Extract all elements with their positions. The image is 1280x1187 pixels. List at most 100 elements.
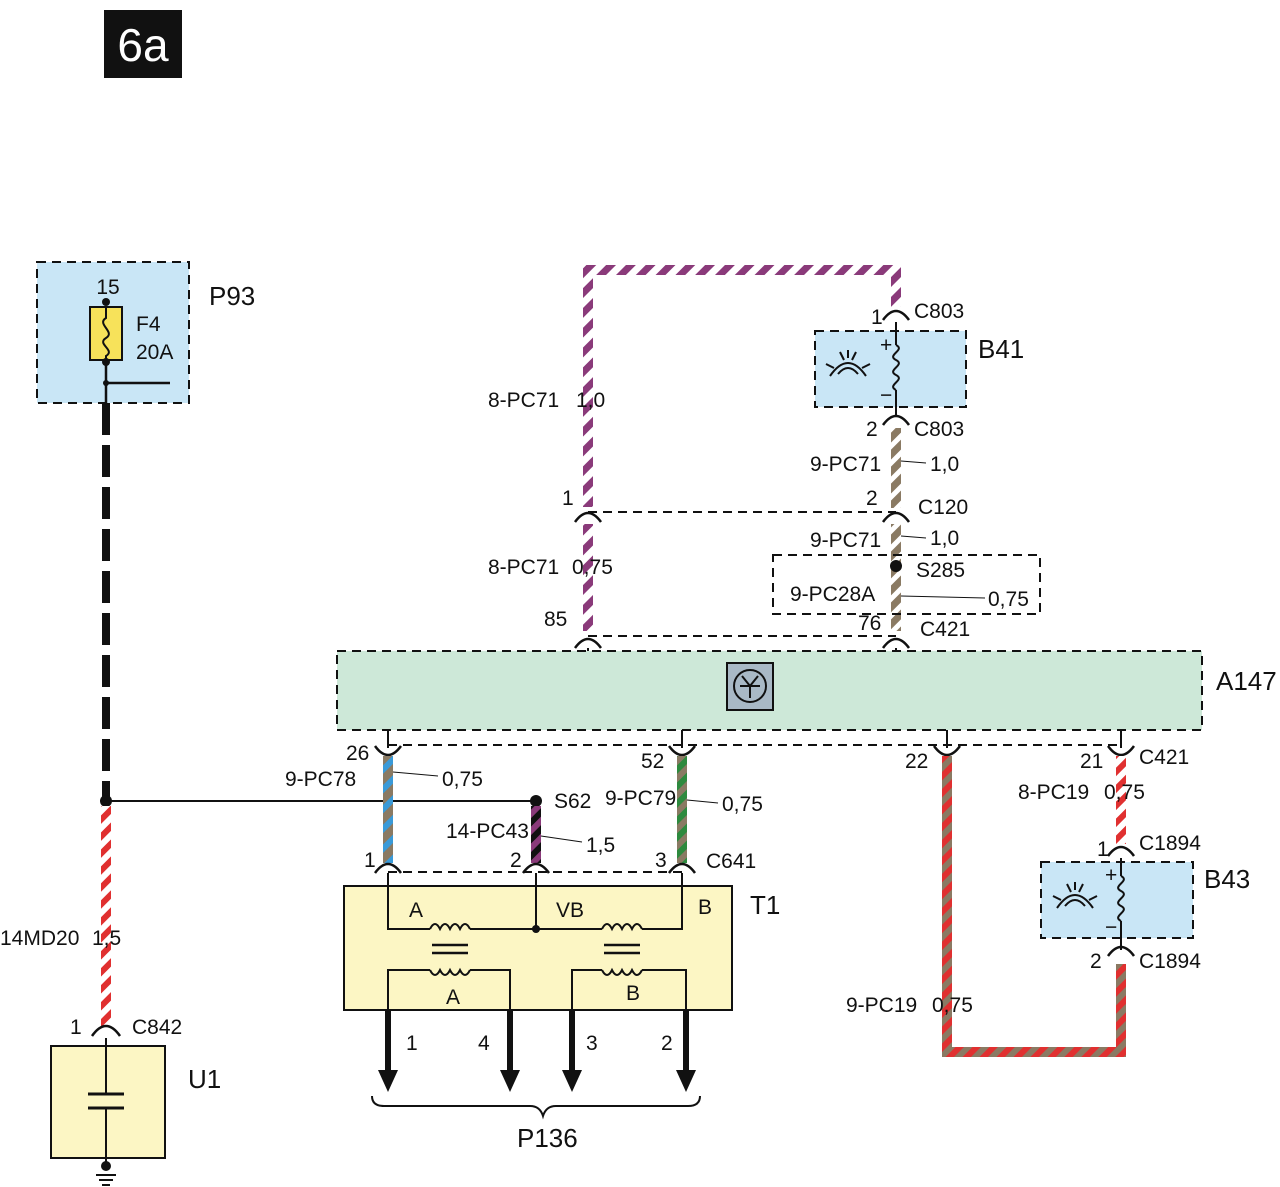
wire-9-pc71-s285-size: 1,0 [930,527,959,550]
wire-14-pc43 [531,806,541,863]
p136-pin-4: 4 [478,1032,490,1055]
wire-9-pc79 [677,756,687,863]
t1-term-b: B [698,896,712,919]
c641-name: C641 [706,850,756,873]
sensor-b41: + − [814,322,967,416]
wire-8-pc19 [1116,756,1126,844]
sensor-icon [1052,882,1098,909]
c803-1-pin: 1 [871,306,883,329]
wire-14md20 [101,806,111,1026]
c641-2-pin: 2 [510,849,522,872]
fuse-element [102,307,110,360]
c1894-2-name: C1894 [1139,950,1201,973]
c421-76-name: C421 [920,618,970,641]
sensor-b43: + − [1040,858,1194,950]
c842-name: C842 [132,1016,182,1039]
b43-label: B43 [1204,864,1250,894]
c421-26-pin: 26 [346,742,369,765]
fuse-name: F4 [136,313,161,336]
wire-9-pc71-b41-size: 1,0 [930,453,959,476]
wire-9-pc79-code: 9-PC79 [605,787,676,810]
wire-9-pc19-code: 9-PC19 [846,994,917,1017]
p136-brace [371,1095,701,1120]
b43-plus: + [1105,864,1117,887]
c421-22-pin: 22 [905,750,928,773]
c803-2-name: C803 [914,418,964,441]
wire-8-pc19-code: 8-PC19 [1018,781,1089,804]
wire-9-pc19-bottom [942,1047,1126,1057]
wire-9-pc78-size: 0,75 [442,768,483,791]
wire-8-pc71-lower-code: 8-PC71 [488,556,559,579]
b41-minus: − [880,384,892,407]
wire-9-pc19-rise [1116,964,1126,1057]
wire-9-pc28a-size: 0,75 [988,588,1029,611]
capacitor-u1 [50,1038,166,1186]
b43-minus: − [1105,916,1117,939]
c1894-2-pin: 2 [1090,950,1102,973]
module-a147 [336,650,1203,731]
c421-lower-name: C421 [1139,746,1189,769]
c120-1-pin: 1 [562,487,574,510]
b41-plus: + [880,334,892,357]
wire-9-pc71-b41-code: 9-PC71 [810,453,881,476]
c803-2-pin: 2 [866,418,878,441]
t1-term-a: A [409,899,423,922]
wire-14md20-size: 1,5 [92,927,121,950]
c1894-1-pin: 1 [1097,838,1109,861]
wire-8-pc19-size: 0,75 [1104,781,1145,804]
wire-8-pc71-code: 8-PC71 [488,389,559,412]
t1-sec-a: A [446,986,460,1009]
s62-label: S62 [554,790,591,813]
p136-pin-3: 3 [586,1032,598,1055]
wire-9-pc71-s285 [891,524,901,631]
wire-8-pc71-left [583,265,593,507]
wire-8-pc71-size: 1,0 [576,389,605,412]
c842-pin: 1 [70,1016,82,1039]
t1-label: T1 [750,890,780,920]
c421-21-pin: 21 [1080,750,1103,773]
s285-label: S285 [916,559,965,582]
p93-label: P93 [209,281,255,311]
fuse-pin-label: 15 [96,276,119,299]
c1894-1-name: C1894 [1139,832,1201,855]
wire-9-pc78 [383,756,393,863]
wire-9-pc19-size: 0,75 [932,994,973,1017]
wire-14-pc43-code: 14-PC43 [446,820,529,843]
sensor-icon [825,350,871,377]
wire-9-pc79-size: 0,75 [722,793,763,816]
c641-3-pin: 3 [655,849,667,872]
ground-icon [96,1174,116,1186]
splice-box-s285 [772,554,1041,615]
c120-2-pin: 2 [866,487,878,510]
wire-14md20-code: 14MD20 [0,927,79,950]
c803-1-name: C803 [914,300,964,323]
wire-14-pc43-size: 1,5 [586,834,615,857]
a147-label: A147 [1216,666,1277,696]
c641-1-pin: 1 [364,849,376,872]
wire-9-pc71-b41 [891,428,901,508]
p136-pin-2: 2 [661,1032,673,1055]
fuse-box-p93: 15 F4 20A [36,261,190,404]
fuse-rating: 20A [136,341,173,364]
u1-label: U1 [188,1064,221,1094]
badge-text: 6a [117,19,169,71]
wire-8-pc71-top [583,265,901,275]
wire-9-pc78-code: 9-PC78 [285,768,356,791]
wire-9-pc71-s285-code: 9-PC71 [810,529,881,552]
b41-label: B41 [978,334,1024,364]
c421-85-pin: 85 [544,608,567,631]
wire-8-pc71-right [891,265,901,307]
page-badge: 6a [104,10,182,78]
c421-52-pin: 52 [641,750,664,773]
p136-pin-1: 1 [406,1032,418,1055]
ignition-outputs-p136: 1 4 3 2 [371,1010,701,1120]
transistor-icon [726,662,774,711]
t1-sec-b: B [626,982,640,1005]
c120-name: C120 [918,496,968,519]
wire-9-pc28a-code: 9-PC28A [790,583,875,606]
wire-9-pc19-vertical [942,756,952,1052]
wire-8-pc71-lower-size: 0,75 [572,556,613,579]
p136-label: P136 [517,1123,578,1153]
wire-8-pc71-lower [583,524,593,631]
